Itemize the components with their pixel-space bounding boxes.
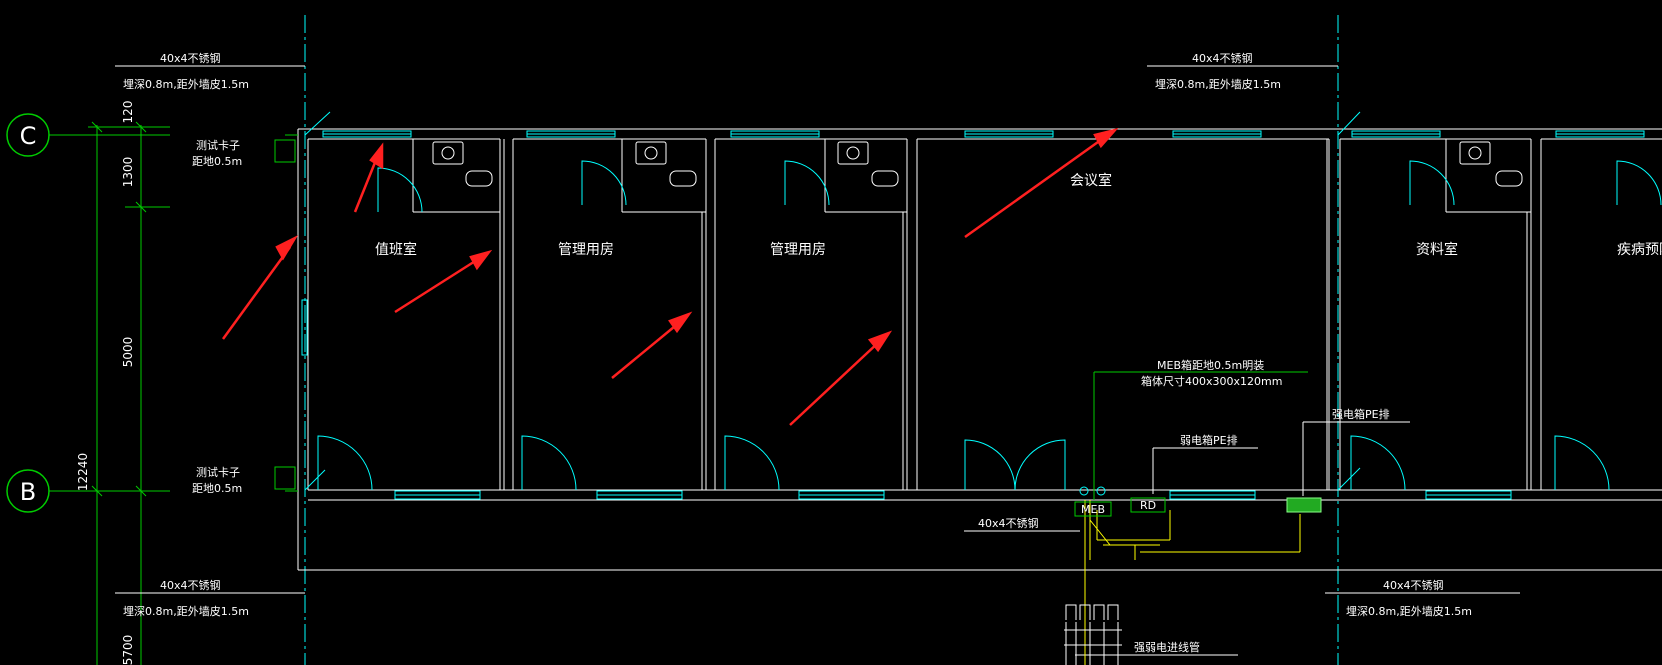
axis-bubble-c: C: [6, 113, 170, 157]
rd-box: RD: [1130, 497, 1166, 513]
red-arrow-3-head: [469, 249, 493, 271]
conduit-symbols: [1064, 604, 1122, 665]
meb-box: MEB: [1074, 486, 1112, 517]
note-burial-top-left: 埋深0.8m,距外墙皮1.5m: [123, 77, 249, 91]
note-steel-top-left: 40x4不锈钢: [160, 52, 221, 65]
doors: [317, 160, 1662, 491]
room-label-mgmt-1: 管理用房: [558, 242, 614, 258]
red-arrow-2-head: [369, 142, 384, 170]
meb-box-label: MEB: [1081, 503, 1105, 516]
axis-grid: [304, 15, 1339, 665]
dim-1300: 1300: [121, 157, 135, 188]
note-leaders: [115, 65, 1520, 656]
red-arrow-5-head: [867, 330, 893, 353]
building-walls: [297, 128, 1662, 571]
red-arrow-3: [394, 256, 481, 314]
note-steel-bottom-left: 40x4不锈钢: [160, 579, 221, 592]
room-label-cdc: 疾病预防: [1617, 242, 1662, 258]
note-test-clip-b-2: 距地0.5m: [192, 482, 242, 495]
equipotential-wiring: [1084, 500, 1301, 665]
red-arrow-4: [611, 321, 681, 379]
note-weak-pe: 弱电箱PE排: [1180, 433, 1238, 447]
note-burial-bottom-left: 埋深0.8m,距外墙皮1.5m: [123, 604, 249, 618]
red-arrow-6-head: [1093, 127, 1119, 149]
red-arrow-1-head: [275, 234, 299, 261]
note-test-clip-c-1: 测试卡子: [196, 139, 240, 152]
note-steel-meb: 40x4不锈钢: [978, 517, 1039, 530]
red-arrow-4-head: [668, 311, 693, 334]
dim-5700: 5700: [121, 635, 135, 665]
windows-bottom: [301, 299, 1512, 500]
room-label-mgmt-2: 管理用房: [770, 242, 826, 258]
note-steel-bottom-right: 40x4不锈钢: [1383, 579, 1444, 592]
rd-box-label: RD: [1140, 499, 1156, 512]
note-burial-top-right: 埋深0.8m,距外墙皮1.5m: [1155, 77, 1281, 91]
red-arrow-5: [789, 340, 881, 426]
note-strong-pe: 强电箱PE排: [1332, 407, 1390, 421]
pe-bar-hatch: [1286, 497, 1322, 513]
note-steel-top-right: 40x4不锈钢: [1192, 52, 1253, 65]
note-test-clip-b-1: 测试卡子: [196, 466, 240, 479]
note-meb-1: MEB箱距地0.5m明装: [1157, 358, 1264, 372]
note-conduit: 强弱电进线管: [1134, 640, 1200, 654]
toilet-fixtures: [432, 141, 1523, 187]
red-arrow-1: [221, 246, 292, 340]
axis-label-b: B: [20, 478, 36, 506]
dimension-chain: [88, 121, 170, 665]
room-label-archive: 资料室: [1416, 241, 1458, 258]
note-test-clip-c-2: 距地0.5m: [192, 155, 242, 168]
windows-top: [322, 130, 1645, 138]
red-arrow-6: [964, 135, 1106, 239]
note-burial-bottom-right: 埋深0.8m,距外墙皮1.5m: [1346, 604, 1472, 618]
dim-5000: 5000: [121, 337, 135, 368]
axis-bubble-b: B: [6, 469, 170, 513]
cyan-ticks: [304, 111, 1361, 491]
red-arrows: [221, 127, 1119, 426]
room-label-meeting: 会议室: [1070, 172, 1112, 189]
room-label-duty: 值班室: [375, 241, 417, 258]
dim-120: 120: [121, 101, 135, 124]
grounding-conductors: [274, 134, 1308, 500]
axis-label-c: C: [20, 122, 37, 150]
red-arrow-2: [353, 154, 380, 213]
dim-12240: 12240: [76, 453, 90, 491]
note-meb-2: 箱体尺寸400x300x120mm: [1141, 374, 1282, 388]
